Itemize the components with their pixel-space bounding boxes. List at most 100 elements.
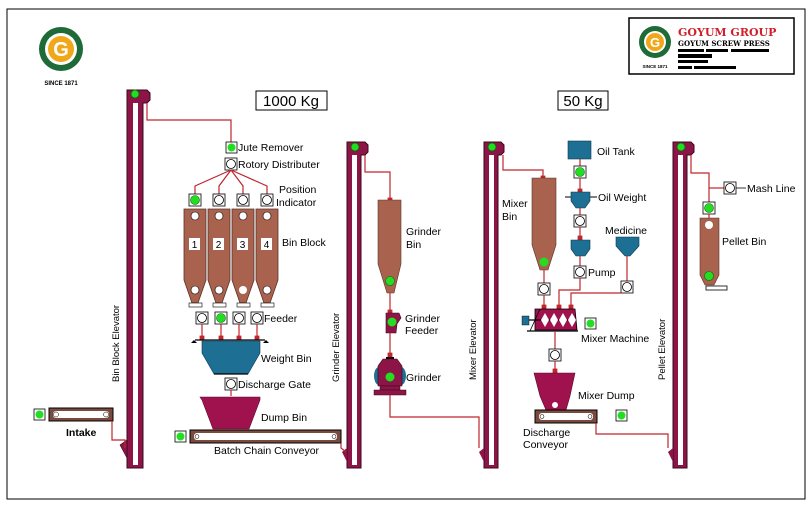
- grinder-indicator: [385, 372, 395, 382]
- bin-block: 1 2 3 4 Bin Block: [183, 208, 327, 308]
- position-indicator-label-2: Indicator: [276, 197, 317, 209]
- grinder-bin-label-2: Bin: [406, 239, 421, 251]
- pump[interactable]: Pump: [573, 265, 616, 279]
- brand-subtitle: GOYUM SCREW PRESS: [678, 39, 770, 48]
- feeder-4[interactable]: [250, 311, 264, 325]
- intake[interactable]: Intake: [33, 407, 114, 439]
- rotory-distributer[interactable]: Rotory Distributer: [224, 157, 320, 171]
- grinder-label: Grinder: [406, 372, 442, 384]
- mash-line-indicator: [725, 183, 735, 193]
- bin-2-bottom-sensor: [214, 285, 224, 295]
- batch-chain-conveyor[interactable]: Batch Chain Conveyor: [174, 429, 342, 457]
- feeder-2[interactable]: [214, 311, 228, 325]
- bin-block-label: Bin Block: [282, 237, 327, 249]
- bin-4[interactable]: 4: [255, 208, 279, 304]
- bin-1[interactable]: 1: [183, 208, 207, 304]
- position-indicator-4[interactable]: [260, 193, 274, 207]
- logo-core: [48, 36, 74, 62]
- mixer-bin[interactable]: Mixer Bin: [502, 177, 557, 271]
- mixer-bin-level-sensor: [539, 257, 549, 267]
- grinder-bin-level-sensor: [385, 276, 395, 286]
- logo-since: SINCE 1871: [44, 81, 78, 87]
- grinder-bin[interactable]: Grinder Bin: [377, 199, 442, 294]
- bin-4-number: 4: [264, 240, 270, 251]
- oil-weight-label: Oil Weight: [598, 192, 646, 204]
- redacted-line: [678, 66, 692, 69]
- position-indicator-2[interactable]: [212, 193, 226, 207]
- intake-indicator: [35, 410, 44, 419]
- logo-letter: G: [53, 39, 69, 61]
- bin-4-bottom-sensor: [262, 285, 272, 295]
- grinder[interactable]: Grinder: [373, 357, 442, 396]
- capacity-box-left: 1000 Kg: [255, 90, 328, 111]
- oil-tank-valve[interactable]: [573, 165, 587, 179]
- position-indicator-1[interactable]: [188, 193, 202, 207]
- pellet-bin-inlet[interactable]: [702, 201, 716, 215]
- feeders: Feeder: [195, 311, 298, 341]
- oil-tank-label: Oil Tank: [597, 146, 635, 158]
- batch-chain-conveyor-indicator: [176, 432, 185, 441]
- dump-bin[interactable]: Dump Bin: [199, 396, 307, 430]
- pump-indicator: [575, 267, 585, 277]
- brand-box: G SINCE 1871 GOYUM GROUP GOYUM SCREW PRE…: [628, 17, 795, 75]
- discharge-conveyor[interactable]: Discharge Conveyor: [523, 409, 628, 451]
- brand-logo-core: [646, 33, 664, 51]
- dump-bin-label: Dump Bin: [261, 412, 307, 424]
- discharge-gate[interactable]: Discharge Gate: [224, 377, 311, 396]
- pipe-discharge-pellet-elevator: [595, 423, 669, 448]
- bin-2[interactable]: 2: [207, 208, 231, 304]
- grinder-feeder-label-1: Grinder: [405, 313, 441, 325]
- mixer-machine[interactable]: Mixer Machine: [521, 308, 649, 345]
- discharge-conveyor-label-2: Conveyor: [523, 439, 568, 451]
- oil-tank[interactable]: Oil Tank: [567, 140, 635, 160]
- redacted-line: [678, 54, 712, 58]
- redacted-line: [731, 49, 769, 52]
- pellet-elevator[interactable]: Pellet Elevator: [657, 141, 695, 469]
- discharge-conveyor-label-1: Discharge: [523, 427, 570, 439]
- redacted-line: [678, 60, 708, 63]
- rotory-distributer-indicator: [226, 159, 236, 169]
- grinder-feeder[interactable]: Grinder Feeder: [385, 312, 441, 337]
- bin-3[interactable]: 3: [231, 208, 255, 304]
- redacted-line: [678, 49, 704, 52]
- mixer-bin-label-1: Mixer: [502, 198, 528, 210]
- bin-3-bottom-sensor: [239, 286, 247, 294]
- bin-block-elevator-label: Bin Block Elevator: [111, 305, 122, 382]
- mash-line[interactable]: Mash Line: [723, 181, 796, 195]
- pump-tank[interactable]: [570, 239, 591, 257]
- pellet-bin[interactable]: Pellet Bin: [699, 217, 767, 291]
- bin-1-bottom-sensor: [190, 285, 200, 295]
- bin-3-number: 3: [240, 240, 246, 251]
- position-indicator-label-1: Position: [279, 184, 317, 196]
- mash-line-label: Mash Line: [747, 183, 796, 195]
- mixer-bin-valve[interactable]: [537, 282, 551, 296]
- batch-chain-conveyor-label: Batch Chain Conveyor: [214, 445, 320, 457]
- weight-bin[interactable]: Weight Bin: [191, 339, 312, 375]
- oil-weight-valve[interactable]: [573, 214, 587, 228]
- pellet-bin-level-sensor: [704, 271, 714, 281]
- rotory-distributer-label: Rotory Distributer: [238, 159, 320, 171]
- brand-since: SINCE 1871: [642, 64, 668, 69]
- mixer-machine-indicator: [586, 319, 595, 328]
- mixer-dump-label: Mixer Dump: [578, 390, 635, 402]
- feeder-1[interactable]: [195, 311, 209, 325]
- company-logo: G SINCE 1871: [39, 27, 83, 87]
- mixer-bin-label-2: Bin: [502, 211, 517, 223]
- redacted-line: [706, 49, 728, 52]
- medicine-hopper[interactable]: Medicine: [605, 225, 647, 257]
- bin-2-number: 2: [216, 240, 222, 251]
- oil-weight[interactable]: Oil Weight: [565, 191, 646, 209]
- pellet-bin-top-sensor: [705, 221, 713, 229]
- jute-remover[interactable]: Jute Remover: [225, 141, 304, 154]
- feeder-3[interactable]: [232, 311, 246, 325]
- jute-remover-indicator: [227, 143, 236, 152]
- pump-label: Pump: [588, 267, 616, 279]
- brand-logo-letter: G: [650, 35, 660, 50]
- capacity-box-right: 50 Kg: [557, 90, 609, 111]
- mixer-machine-label: Mixer Machine: [581, 333, 649, 345]
- mixer-elevator[interactable]: Mixer Elevator: [468, 141, 505, 469]
- mixer-dump-gate[interactable]: [548, 348, 562, 362]
- medicine-valve[interactable]: [620, 280, 634, 294]
- position-indicator-3[interactable]: [236, 193, 250, 207]
